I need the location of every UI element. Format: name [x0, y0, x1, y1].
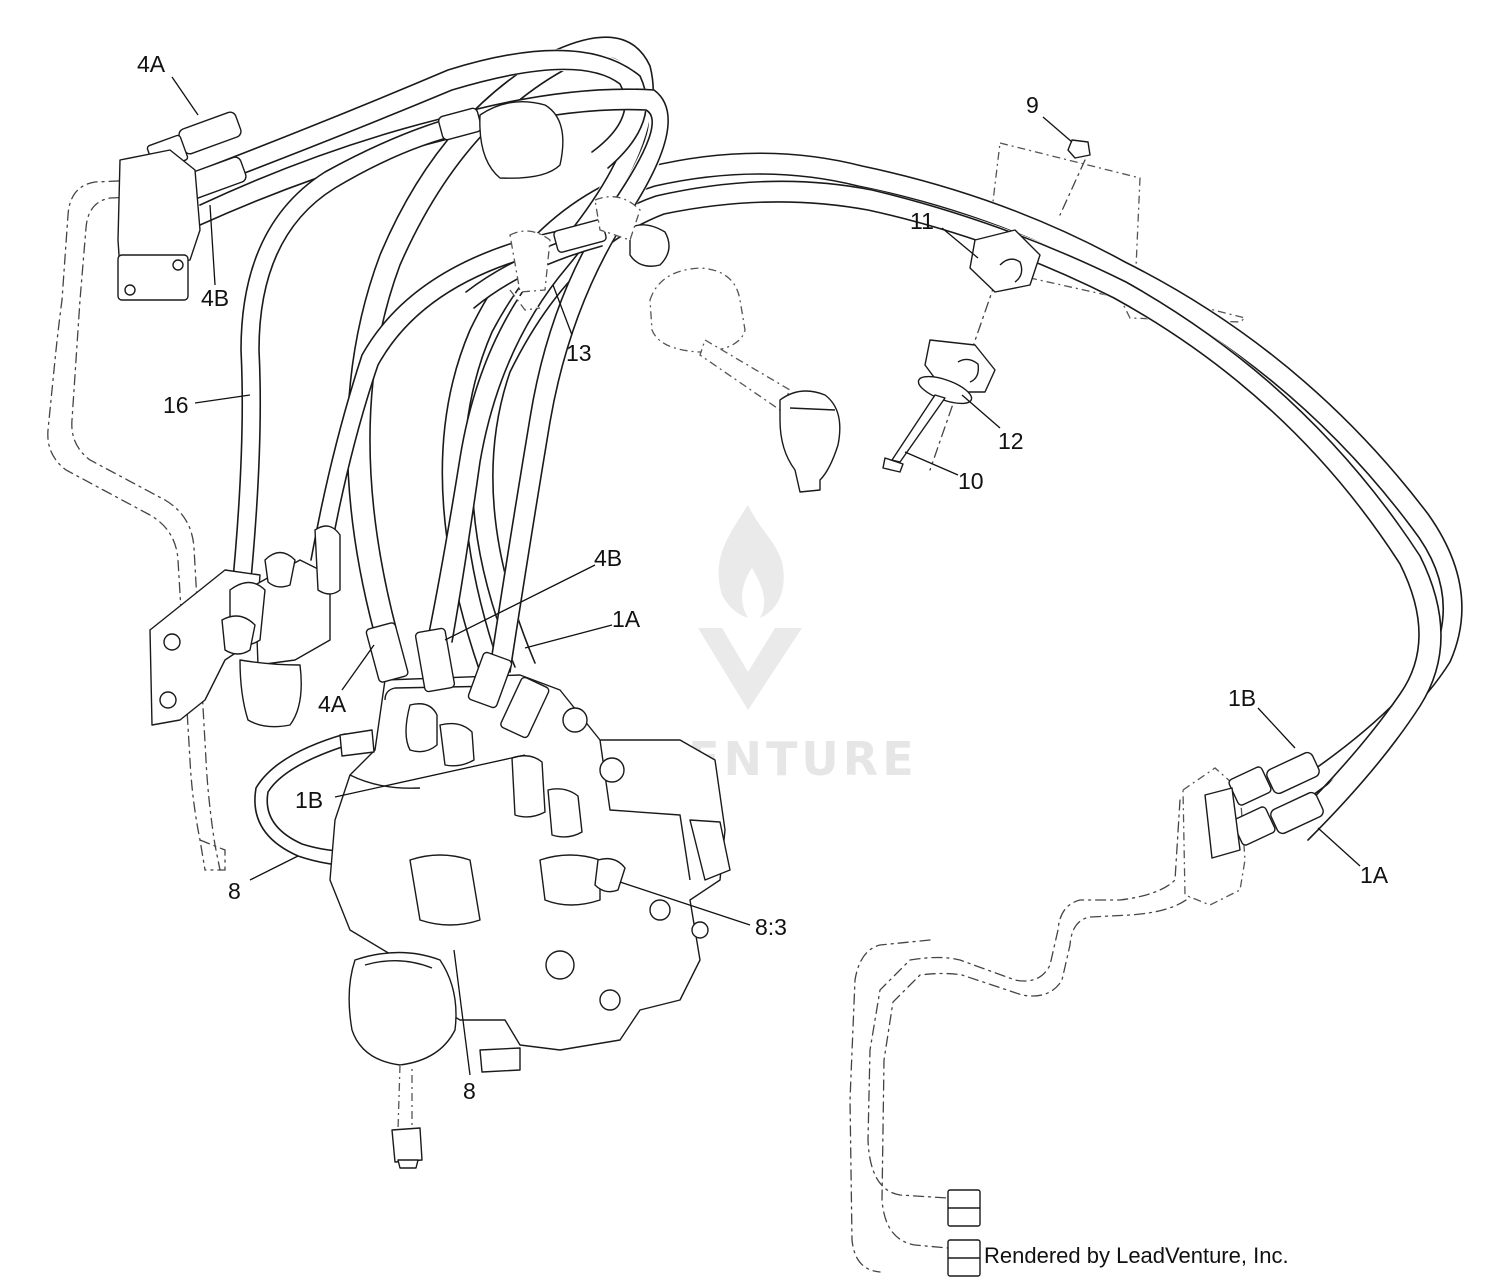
callout-9: 9 [1026, 92, 1039, 118]
callout-16: 16 [163, 392, 189, 418]
hose-16 [230, 115, 569, 609]
line-end-blocks [947, 1189, 981, 1277]
leader-lines [171, 76, 1361, 1076]
callout-11: 11 [910, 208, 934, 234]
callout-8-left: 8 [228, 878, 241, 904]
callout-1a-right: 1A [1360, 862, 1389, 888]
hydraulic-cylinder [509, 196, 841, 493]
callout-1a-mid: 1A [612, 606, 641, 632]
fittings-4a-4b-top [117, 100, 564, 301]
callout-8-bottom: 8 [463, 1078, 476, 1104]
callout-10: 10 [958, 468, 984, 494]
callout-12: 12 [998, 428, 1024, 454]
render-credit: Rendered by LeadVenture, Inc. [984, 1243, 1289, 1268]
callout-13: 13 [566, 340, 592, 366]
callout-8-3: 8:3 [755, 914, 787, 940]
callout-4a-top: 4A [137, 51, 166, 77]
callout-4b-top: 4B [201, 285, 229, 311]
callout-4a-mid: 4A [318, 691, 347, 717]
callout-1b-right: 1B [1228, 685, 1256, 711]
fittings-1a-1b-right [1204, 751, 1324, 859]
fittings-pump-top [339, 622, 626, 893]
callout-1b-mid: 1B [295, 787, 323, 813]
hydraulic-pump-body [329, 674, 731, 1169]
frame-right-phantom [849, 799, 1196, 1273]
valve-block-left [149, 525, 341, 728]
frame-left-phantom [47, 177, 226, 871]
mount-hardware [882, 139, 1091, 473]
callout-4b-mid: 4B [594, 545, 622, 571]
callout-labels: 4A 4B 16 13 9 11 12 10 4B 1A 4A 1B 8 8:3… [137, 51, 1389, 1104]
